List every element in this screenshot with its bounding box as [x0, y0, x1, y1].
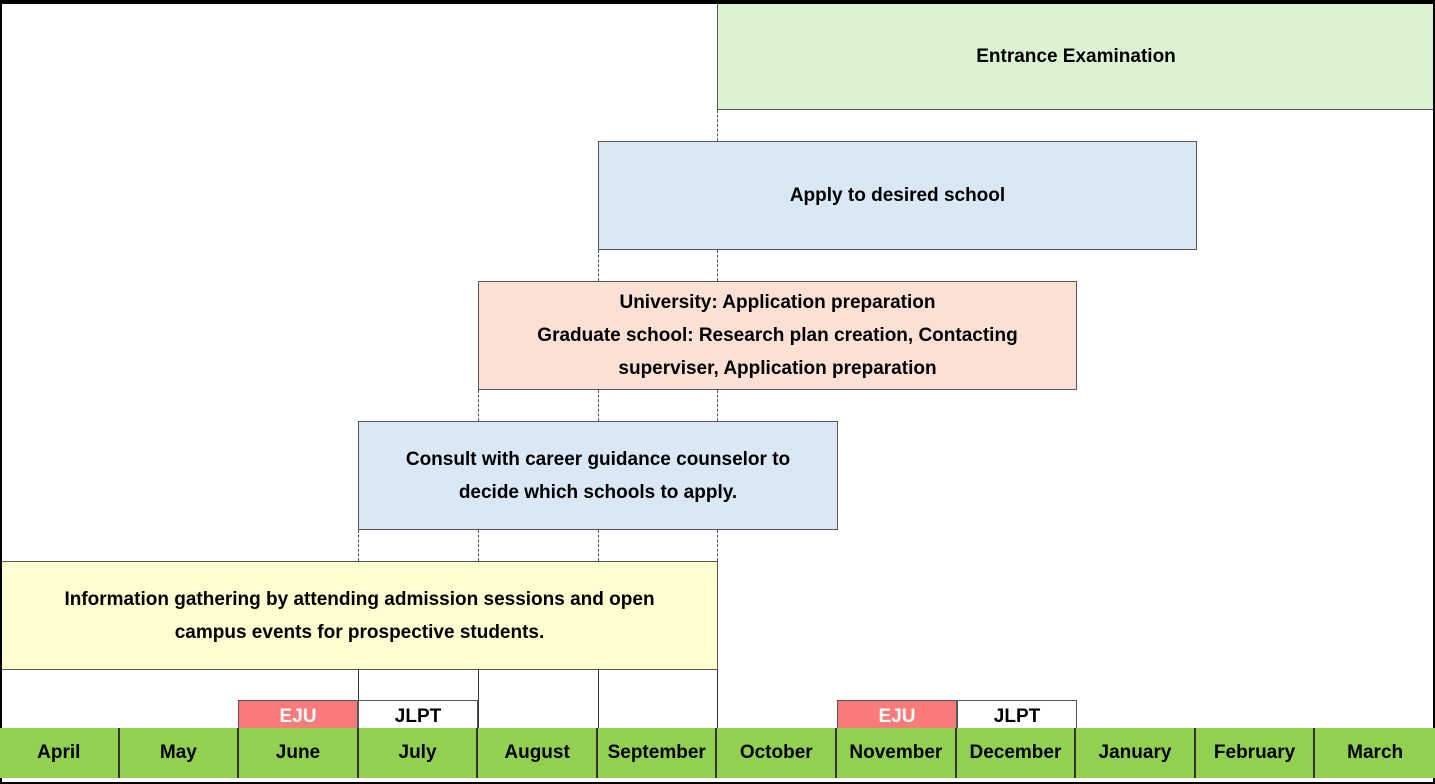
month-cell: September: [597, 728, 718, 778]
eju-november-label: EJU: [878, 705, 916, 727]
month-cell: December: [956, 728, 1077, 778]
connector-line: [717, 250, 718, 281]
info-line-1: Information gathering by attending admis…: [64, 588, 655, 610]
preparation-line-3: superviser, Application preparation: [618, 358, 937, 379]
month-cell: April: [0, 728, 120, 778]
connector-line: [717, 530, 718, 561]
preparation-box: University: Application preparation Grad…: [478, 281, 1077, 390]
info-line-2: campus events for prospective students.: [174, 621, 545, 643]
connector-line: [478, 390, 479, 421]
jlpt-december-tag: JLPT: [957, 700, 1077, 733]
apply-label: Apply to desired school: [789, 185, 1006, 206]
month-label: October: [739, 742, 813, 763]
connector-line: [358, 530, 359, 561]
eju-november-tag: EJU: [837, 700, 957, 733]
month-cell: November: [837, 728, 957, 778]
preparation-line-1: University: Application preparation: [619, 292, 936, 313]
month-label: June: [275, 742, 321, 763]
month-guide-line: [717, 670, 718, 732]
month-label: February: [1213, 742, 1296, 763]
info-gathering-box: Information gathering by attending admis…: [2, 561, 718, 670]
month-cell: July: [358, 728, 479, 778]
month-guide-line: [478, 670, 479, 732]
month-guide-line: [598, 670, 599, 732]
connector-line: [478, 530, 479, 561]
preparation-line-2: Graduate school: Research plan creation,…: [537, 325, 1018, 346]
month-cell: March: [1315, 728, 1435, 778]
jlpt-december-label: JLPT: [993, 705, 1041, 727]
month-label: September: [607, 742, 706, 763]
connector-line: [717, 390, 718, 421]
month-cell: August: [478, 728, 598, 778]
consult-line-1: Consult with career guidance counselor t…: [405, 448, 791, 470]
connector-line: [598, 390, 599, 421]
month-label: November: [849, 742, 943, 763]
month-label: March: [1347, 742, 1404, 763]
month-cell: May: [119, 728, 240, 778]
apply-box: Apply to desired school: [598, 141, 1197, 250]
schedule-diagram: Entrance Examination Apply to desired sc…: [2, 4, 1433, 782]
month-cell: October: [717, 728, 838, 778]
connector-line: [598, 250, 599, 281]
consult-box: Consult with career guidance counselor t…: [358, 421, 838, 530]
jlpt-july-label: JLPT: [394, 705, 442, 727]
month-label: May: [159, 742, 197, 763]
connector-line: [717, 110, 718, 141]
entrance-exam-label: Entrance Examination: [976, 46, 1176, 67]
month-cell: February: [1195, 728, 1316, 778]
month-label: August: [504, 742, 570, 763]
month-cell: January: [1076, 728, 1196, 778]
connector-line: [598, 530, 599, 561]
month-label: December: [969, 742, 1062, 763]
month-cell: June: [239, 728, 359, 778]
month-label: April: [37, 742, 81, 763]
consult-line-2: decide which schools to apply.: [458, 481, 738, 503]
month-label: January: [1098, 742, 1172, 763]
month-bar: April May June July August September Oct…: [0, 728, 1435, 778]
eju-june-tag: EJU: [238, 700, 358, 733]
month-label: July: [398, 742, 437, 763]
entrance-exam-box: Entrance Examination: [717, 4, 1433, 110]
eju-june-label: EJU: [279, 705, 317, 727]
